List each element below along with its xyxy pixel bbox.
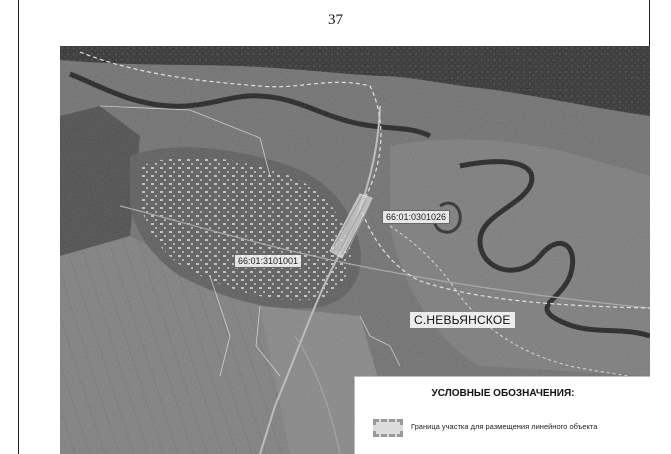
cadastre-label-east: 66:01:0301026	[382, 210, 451, 224]
settlement-label: С.НЕВЬЯНСКОЕ	[410, 312, 515, 328]
legend-swatch	[373, 419, 403, 437]
map-legend: УСЛОВНЫЕ ОБОЗНАЧЕНИЯ: Граница участка дл…	[354, 376, 650, 454]
cadastre-label-west: 66:01:3101001	[234, 254, 303, 268]
legend-title: УСЛОВНЫЕ ОБОЗНАЧЕНИЯ:	[431, 388, 575, 399]
legend-item-text: Граница участка для размещения линейного…	[411, 422, 598, 431]
legend-item: Граница участка для размещения линейного…	[373, 419, 645, 443]
satellite-map[interactable]: 66:01:0301026 66:01:3101001 С.НЕВЬЯНСКОЕ	[60, 46, 650, 454]
page-number: 37	[328, 12, 343, 28]
